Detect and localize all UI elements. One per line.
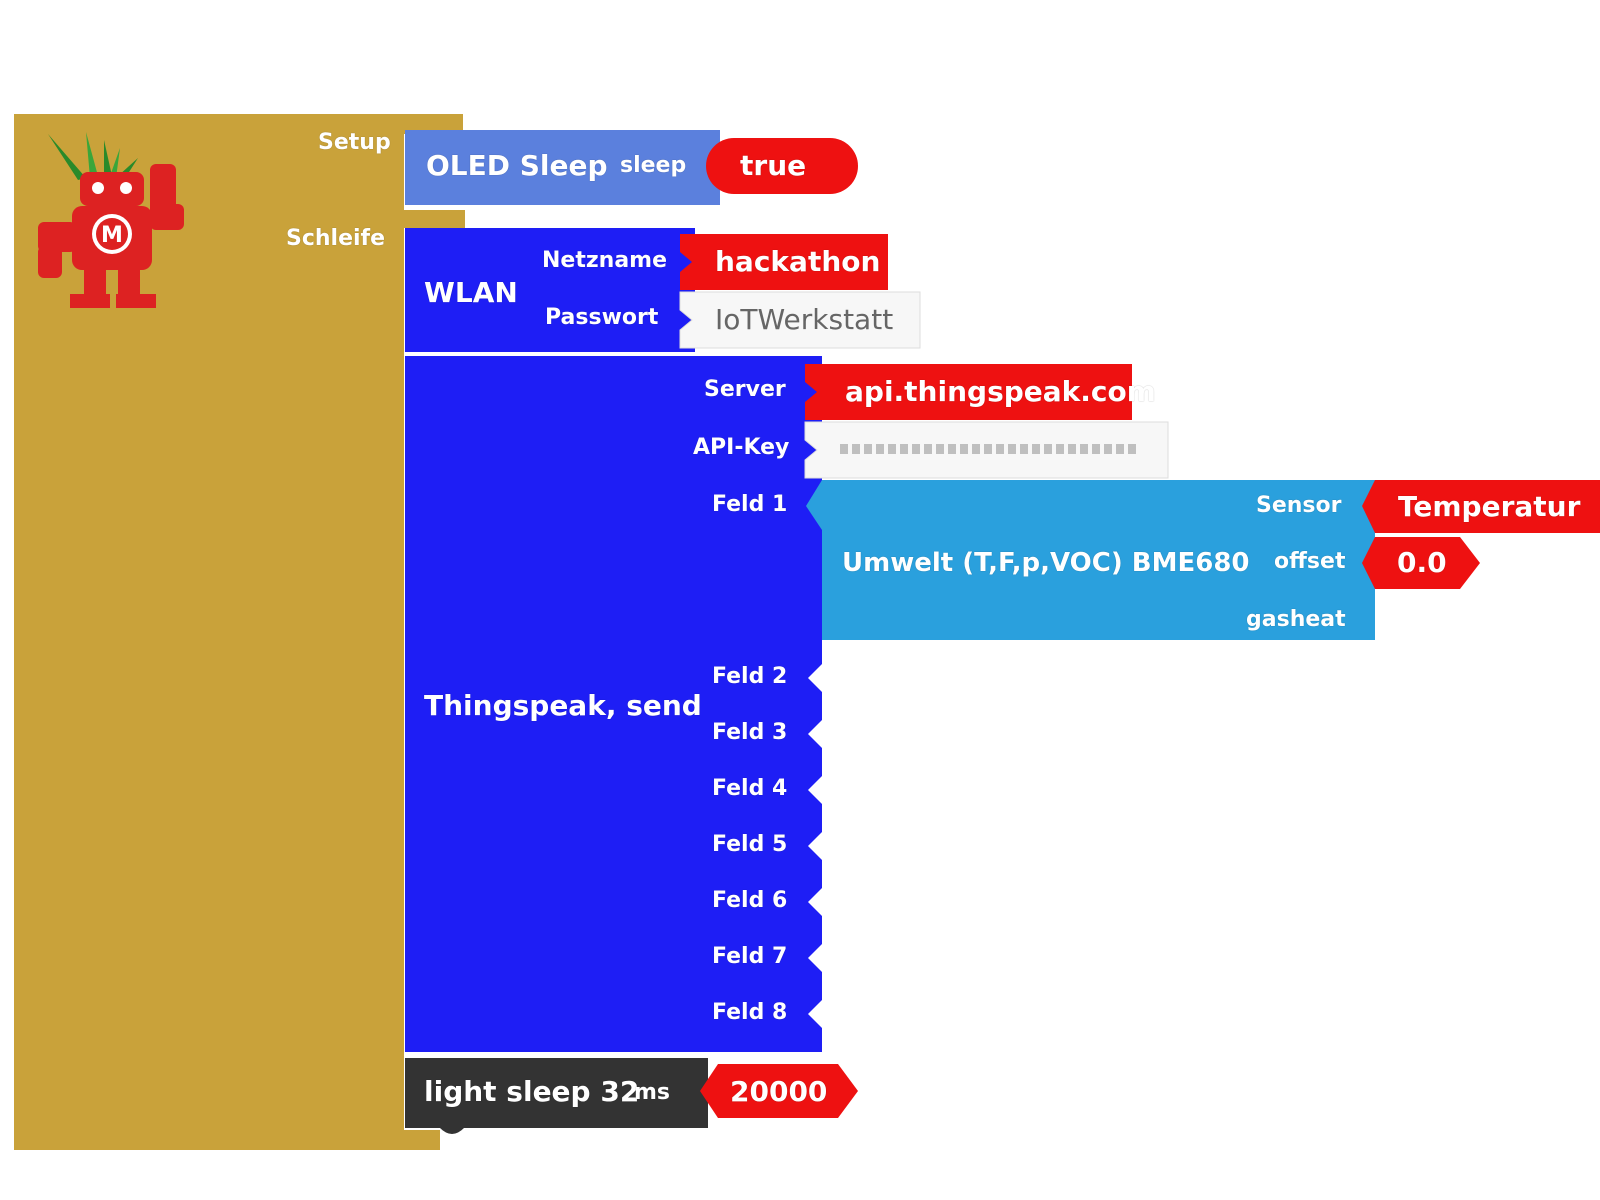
sensor-type-dropdown[interactable]: Temperatur [1398, 490, 1581, 523]
sensor-offset-input[interactable]: 0.0 [1397, 546, 1447, 579]
offset-value-shape [1362, 537, 1480, 589]
wlan-ssid-value-shape [680, 234, 888, 290]
thingspeak-field-3-label: Feld 3 [712, 720, 788, 745]
sensor-title: Umwelt (T,F,p,VOC) BME680 [842, 548, 1250, 578]
thingspeak-field-4-label: Feld 4 [712, 776, 788, 801]
wlan-password-value-shape [679, 291, 921, 349]
wlan-password-input[interactable]: IoTWerkstatt [715, 303, 894, 336]
light-sleep-value[interactable]: 20000 [730, 1075, 828, 1108]
thingspeak-block[interactable] [405, 356, 822, 1052]
oled-sleep-value-shape [706, 138, 858, 194]
oled-sleep-value[interactable]: true [740, 149, 807, 182]
setup-label: Setup [318, 130, 391, 155]
wlan-block[interactable] [405, 228, 695, 352]
thingspeak-title: Thingspeak, send [424, 689, 702, 722]
thingspeak-field-6-label: Feld 6 [712, 888, 788, 913]
oled-sleep-title: OLED Sleep [426, 149, 608, 182]
oled-sleep-block[interactable] [405, 130, 720, 205]
thingspeak-field-1-label: Feld 1 [712, 492, 788, 517]
thingspeak-field-5-label: Feld 5 [712, 832, 788, 857]
thingspeak-field-8-label: Feld 8 [712, 1000, 788, 1025]
thingspeak-server-value-shape [805, 364, 1132, 420]
light-sleep-title: light sleep 32 [424, 1075, 640, 1108]
thingspeak-apikey-input[interactable] [840, 436, 1150, 462]
sensor-offset-label: offset [1274, 549, 1346, 574]
sensor-value-shape [1362, 480, 1600, 533]
thingspeak-field-7-label: Feld 7 [712, 944, 788, 969]
thingspeak-field-sockets [808, 664, 822, 1028]
thingspeak-server-input[interactable]: api.thingspeak.com [845, 375, 1156, 408]
thingspeak-server-label: Server [704, 377, 786, 402]
sensor-type-label: Sensor [1256, 493, 1342, 518]
maker-robot-logo: M [38, 132, 184, 308]
sensor-gasheat-label: gasheat [1246, 607, 1346, 632]
thingspeak-apikey-label: API-Key [693, 435, 790, 460]
wlan-ssid-label: Netzname [542, 248, 668, 273]
svg-text:M: M [101, 223, 123, 248]
wlan-ssid-input[interactable]: hackathon [715, 245, 881, 278]
sensor-block[interactable] [822, 480, 1375, 640]
oled-sleep-param-label: sleep [620, 153, 687, 178]
light-sleep-value-shape [700, 1064, 858, 1118]
wlan-password-label: Passwort [545, 305, 659, 330]
light-sleep-unit-label: ms [634, 1080, 671, 1105]
light-sleep-block[interactable] [405, 1058, 708, 1128]
loop-label: Schleife [286, 226, 386, 251]
thingspeak-field-2-label: Feld 2 [712, 664, 788, 689]
wlan-title: WLAN [424, 276, 518, 309]
